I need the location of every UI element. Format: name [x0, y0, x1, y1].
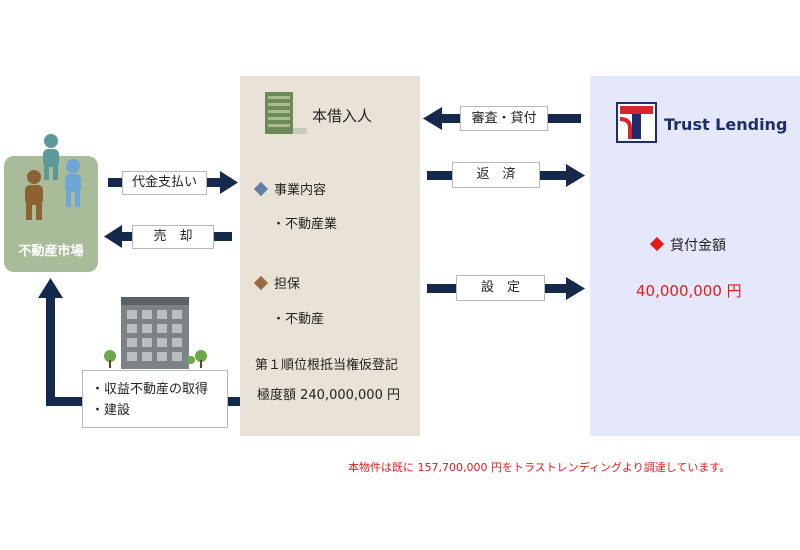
trust-lending-logo-text: Trust Lending: [664, 115, 788, 134]
red-diamond-icon: [649, 236, 665, 252]
construction-item: ・建設: [91, 403, 131, 418]
arrow-setup: [427, 277, 585, 300]
borrower-panel: [240, 76, 420, 436]
sale-label: 売 却: [132, 225, 214, 249]
business-heading-text: 事業内容: [274, 183, 327, 198]
acquisition-box: ・収益不動産の取得 ・建設: [82, 370, 228, 428]
market-label: 不動産市場: [18, 244, 84, 259]
loan-amount: 40,000,000 円: [636, 282, 742, 300]
lien-registration: 第１順位根抵当権仮登記: [255, 358, 399, 373]
business-item: ・不動産業: [272, 217, 338, 232]
people-icon: [25, 134, 81, 220]
maximum-amount: 極度額 240,000,000 円: [257, 388, 400, 403]
setup-label: 設 定: [456, 275, 545, 301]
acquisition-item: ・収益不動産の取得: [91, 382, 209, 397]
footnote: 本物件は既に 157,700,000 円をトラストレンディングより調達しています…: [348, 461, 731, 474]
review-loan-label: 審査・貸付: [460, 106, 548, 131]
collateral-item: ・不動産: [272, 312, 325, 327]
arrow-sale: [104, 225, 232, 248]
blue-diamond-icon: [253, 181, 269, 196]
apartment-building-icon: [104, 297, 207, 369]
brown-diamond-icon: [253, 275, 269, 290]
borrower-title: 本借入人: [312, 107, 373, 125]
loan-heading: 貸付金額: [649, 235, 726, 255]
trust-lending-logo-icon: [616, 102, 657, 143]
collateral-heading: 担保: [253, 273, 301, 292]
arrow-review: [423, 107, 581, 130]
repay-label: 返 済: [452, 162, 540, 188]
collateral-heading-text: 担保: [274, 277, 301, 292]
market-box: [4, 156, 98, 272]
arrow-repay: [427, 164, 585, 187]
loan-heading-text: 貸付金額: [670, 238, 726, 254]
office-building-icon: [265, 92, 307, 134]
arrow-acquisition-loop: [38, 278, 240, 406]
business-heading: 事業内容: [253, 179, 327, 198]
payment-label: 代金支払い: [122, 171, 207, 195]
arrow-payment: [108, 171, 238, 194]
